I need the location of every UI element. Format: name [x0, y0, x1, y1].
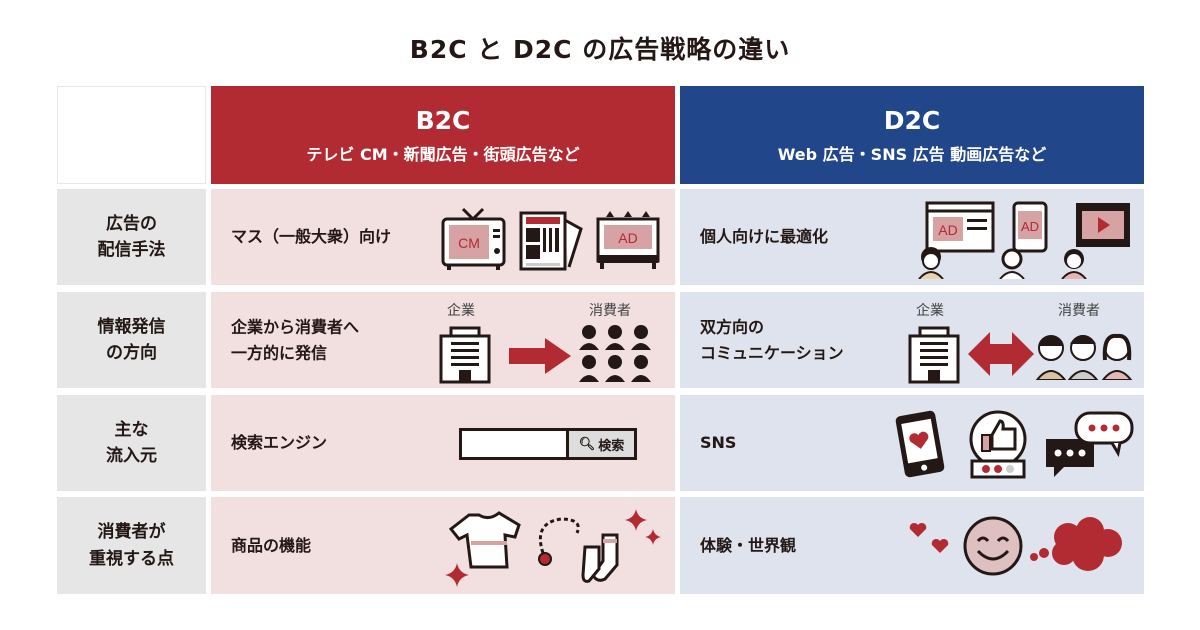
consumers-crowd-icon: [579, 325, 651, 382]
tv-icon: CM: [441, 207, 506, 270]
sparkle-icon: [645, 529, 661, 545]
corner-cell: [57, 86, 206, 184]
search-input[interactable]: [462, 431, 566, 457]
browser-ad-label: AD: [938, 222, 957, 238]
row-label: 広告の 配信手法: [57, 189, 206, 285]
company-building-icon: [908, 326, 960, 384]
billboard-label: AD: [618, 230, 637, 246]
b2c-header: B2C テレビ CM・新聞広告・街頭広告など: [211, 86, 675, 184]
company-building-icon: [439, 326, 491, 384]
b2c-name: B2C: [415, 105, 471, 135]
row-label: 情報発信 の方向: [57, 292, 206, 388]
b2c-sub: テレビ CM・新聞広告・街頭広告など: [306, 144, 580, 164]
b2c-text: 検索エンジン: [231, 433, 328, 453]
b2c-text: マス（一般大衆）向け: [231, 227, 392, 247]
b2c-text: 企業から消費者へ 一方的に発信: [231, 317, 360, 362]
row-label: 消費者が 重視する点: [57, 497, 206, 594]
thought-cloud-icon: [1030, 517, 1122, 571]
sparkle-icon: [445, 563, 469, 587]
b2c-cell: 検索エンジン 🔍︎検索: [211, 395, 675, 491]
necklace-icon: [538, 517, 580, 566]
phone-ad-label: AD: [1021, 219, 1039, 234]
d2c-cell: 双方向の コミュニケーション 企業 消費者: [680, 292, 1144, 388]
browser-ad-icon: AD: [918, 201, 995, 279]
billboard-icon: AD: [596, 211, 660, 269]
sparkle-icon: [625, 509, 647, 531]
d2c-sub: Web 広告・SNS 広告 動画広告など: [777, 144, 1047, 164]
company-label: 企業: [916, 303, 944, 319]
consumers-icon: [1035, 333, 1133, 380]
b2c-cell: 企業から消費者へ 一方的に発信 企業 消費者: [211, 292, 675, 388]
d2c-text: 双方向の コミュニケーション: [700, 317, 844, 362]
b2c-cell: 商品の機能: [211, 497, 675, 594]
search-button-label: 検索: [598, 438, 625, 454]
search-button[interactable]: 🔍︎検索: [566, 431, 634, 457]
page-title: B2C と D2C の広告戦略の違い: [409, 35, 791, 64]
d2c-cell: 個人向けに最適化 AD AD: [680, 189, 1144, 285]
hearts-icon: [909, 522, 949, 553]
like-thumbs-up-icon: [969, 410, 1027, 479]
d2c-cell: SNS: [680, 395, 1144, 491]
bidirectional-arrow-icon: [968, 332, 1034, 376]
search-box[interactable]: 🔍︎検索: [459, 428, 637, 460]
consumer-label: 消費者: [1058, 303, 1100, 319]
socks-icon: [581, 533, 619, 583]
phone-ad-icon: AD: [999, 201, 1048, 279]
d2c-cell: 体験・世界観: [680, 497, 1144, 594]
arrow-right-icon: [509, 338, 571, 374]
tshirt-icon: [449, 511, 521, 569]
d2c-text: SNS: [700, 433, 737, 453]
b2c-cell: マス（一般大衆）向け CM AD: [211, 189, 675, 285]
phone-heart-icon: [895, 410, 945, 478]
video-ad-icon: [1061, 203, 1130, 279]
newspaper-icon: [519, 211, 583, 271]
consumer-label: 消費者: [589, 303, 631, 319]
chat-bubbles-icon: [1046, 411, 1134, 477]
row-label: 主な 流入元: [57, 395, 206, 491]
tv-label: CM: [458, 235, 480, 251]
b2c-text: 商品の機能: [231, 535, 312, 555]
d2c-header: D2C Web 広告・SNS 広告 動画広告など: [680, 86, 1144, 184]
company-label: 企業: [447, 303, 475, 319]
d2c-name: D2C: [883, 105, 941, 135]
d2c-text: 体験・世界観: [700, 535, 797, 555]
smiley-face-icon: [963, 516, 1023, 576]
d2c-text: 個人向けに最適化: [700, 227, 829, 247]
search-icon: 🔍︎: [578, 436, 596, 452]
